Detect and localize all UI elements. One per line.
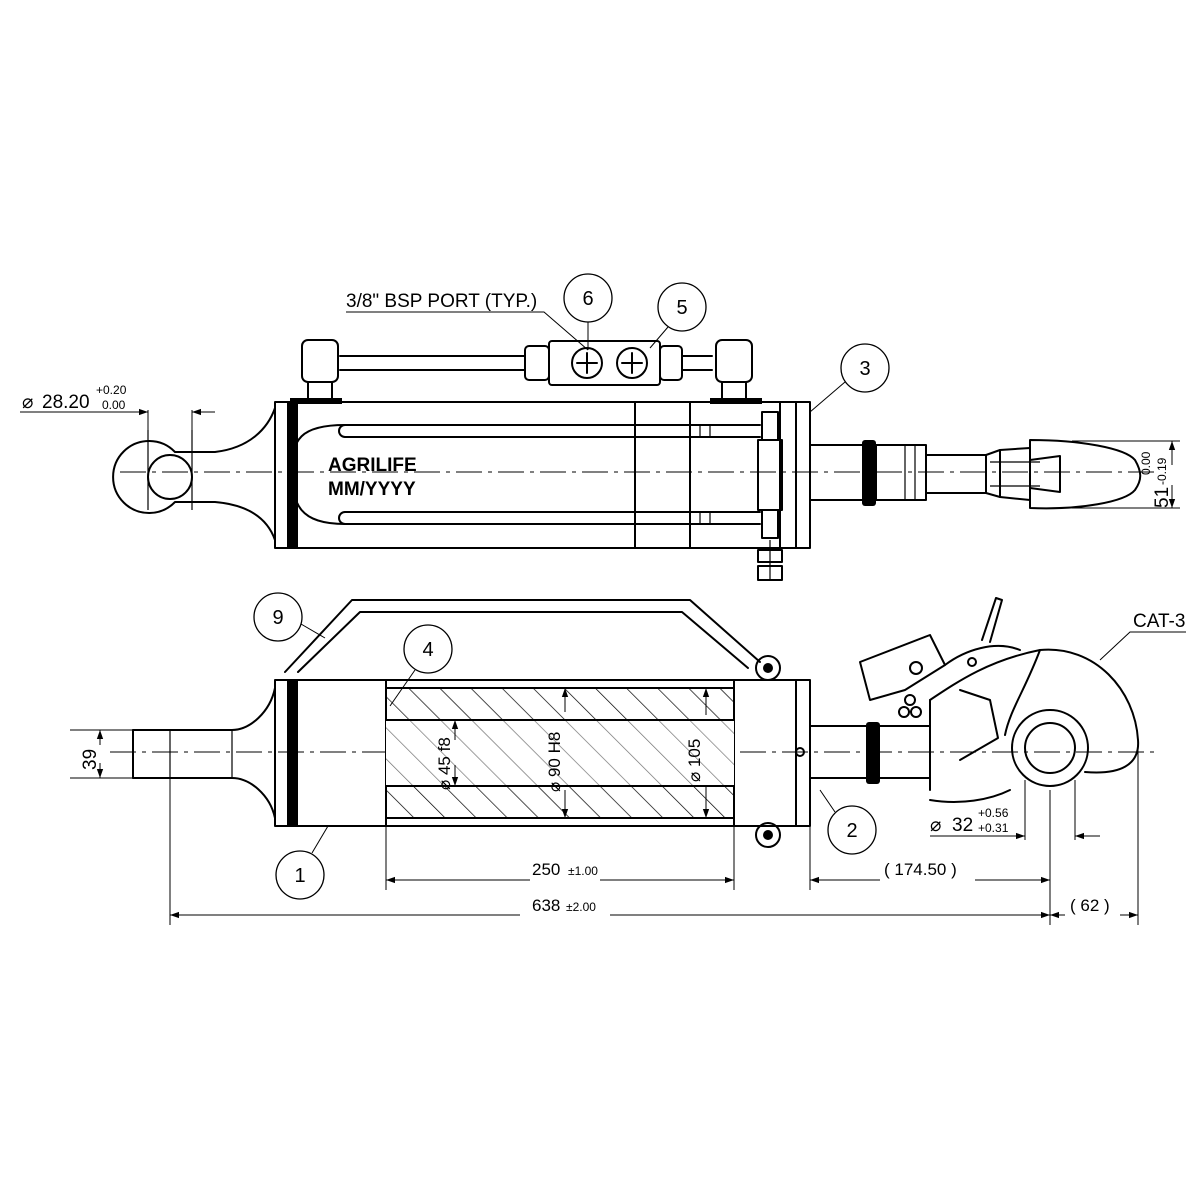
eye-dia-symbol: ⌀ [22, 392, 33, 413]
ball-dia-tol-lower: +0.31 [978, 821, 1009, 835]
top-clevis-eye [112, 407, 276, 541]
ball-dia-value: 32 [952, 815, 973, 836]
ball-dia-symbol: ⌀ [930, 815, 941, 836]
balloon-2: 2 [819, 789, 877, 855]
balloon-1-label: 1 [294, 865, 305, 887]
eye-dia-tol-upper: +0.20 [96, 383, 127, 397]
balloon-3: 3 [809, 343, 890, 413]
side-cylinder-barrel [274, 679, 811, 827]
rod-extension-value: ( 174.50 ) [884, 860, 957, 879]
hook-width-value: 51 [1152, 487, 1173, 508]
eye-dia-value: 28.20 [42, 392, 90, 413]
top-hose-assembly [290, 339, 762, 404]
balloon-4-label: 4 [422, 639, 433, 661]
hook-offset-dimension: ( 62 ) [1050, 745, 1139, 925]
date-code-label: MM/YYYY [328, 479, 416, 500]
rod-dia-value: ⌀ 45 f8 [435, 737, 454, 790]
hook-width-tol-upper: 0.00 [1139, 451, 1153, 475]
balloon-5-label: 5 [676, 297, 687, 319]
tube-od-value: ⌀ 105 [685, 739, 704, 782]
balloon-4: 4 [389, 624, 453, 707]
bore-dia-value: ⌀ 90 H8 [545, 732, 564, 792]
side-hook [859, 597, 1140, 803]
brand-label: AGRILIFE [328, 455, 417, 476]
stroke-value: 250 [532, 860, 560, 879]
balloon-6: 6 [563, 273, 613, 350]
shank-dimension: 39 [70, 729, 133, 779]
balloon-5: 5 [649, 282, 707, 349]
eye-dia-tol-lower: 0.00 [102, 398, 126, 412]
balloon-9: 9 [253, 592, 326, 642]
diameter-dimensions: ⌀ 45 f8 ⌀ 90 H8 ⌀ 105 [435, 688, 710, 818]
top-rod-and-hook [809, 439, 1142, 510]
category-label: CAT-3 [1133, 611, 1185, 632]
hook-width-tol-lower: -0.19 [1155, 457, 1169, 485]
eye-diameter-dimension: ⌀ 28.20 +0.20 0.00 [20, 383, 215, 430]
side-view: 39 ⌀ 45 f8 ⌀ 90 H8 ⌀ 105 250 ±1.00 [70, 592, 1186, 925]
balloon-9-label: 9 [272, 607, 283, 629]
balloon-2-label: 2 [846, 820, 857, 842]
closed-length-dimension: 638 ±2.00 [169, 778, 1050, 925]
ball-dia-dimension: ⌀ 32 +0.56 +0.31 [930, 780, 1100, 840]
top-cylinder-barrel [274, 401, 811, 581]
hook-offset-value: ( 62 ) [1070, 896, 1110, 915]
side-rod [809, 722, 931, 784]
port-label: 3/8" BSP PORT (TYP.) [346, 291, 537, 312]
closed-length-tol: ±2.00 [566, 900, 596, 914]
side-handle [284, 599, 781, 848]
ball-dia-tol-upper: +0.56 [978, 806, 1009, 820]
stroke-dimension: 250 ±1.00 [385, 826, 735, 890]
hook-width-dimension: 51 0.00 -0.19 [1072, 440, 1180, 509]
balloon-6-label: 6 [582, 288, 593, 310]
stroke-tol: ±1.00 [568, 864, 598, 878]
rod-extension-dimension: ( 174.50 ) [809, 790, 1051, 925]
shank-value: 39 [80, 749, 101, 770]
balloon-1: 1 [275, 825, 329, 900]
closed-length-value: 638 [532, 896, 560, 915]
balloon-3-label: 3 [859, 358, 870, 380]
top-view: ⌀ 28.20 +0.20 0.00 51 0.00 -0.19 3/8" BS… [20, 273, 1180, 581]
side-shank [132, 687, 276, 819]
